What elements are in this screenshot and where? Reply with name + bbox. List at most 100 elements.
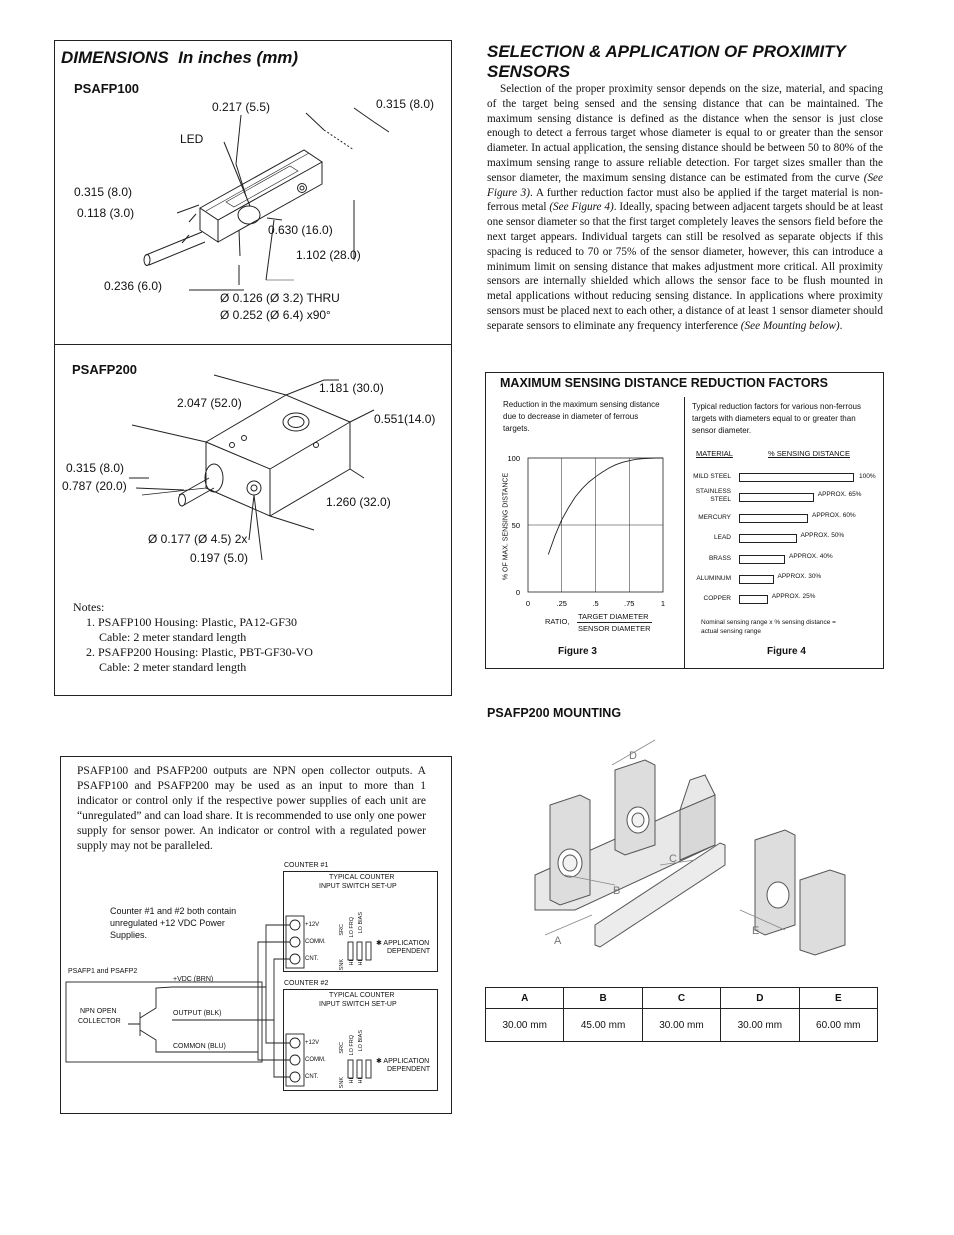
material-value-label: APPROX. 65%	[817, 491, 862, 499]
c2-sw-top-1: SRC	[339, 1042, 345, 1054]
material-value-label: 100%	[859, 473, 876, 480]
psafp100-dim-6: 1.102 (28.0)	[296, 248, 361, 262]
psafp200-dim-3: 0.551(14.0)	[374, 412, 436, 426]
mounting-table-header-row: A B C D E	[484, 987, 879, 1009]
mounting-header-c: C	[641, 987, 722, 1009]
mounting-letter-c: C	[669, 853, 677, 865]
mounting-title: PSAFP200 MOUNTING	[487, 706, 622, 720]
x-tick-label: .75	[624, 599, 634, 608]
x-tick-label: .25	[557, 599, 567, 608]
c2-sw-bot-3: HI	[358, 1078, 364, 1084]
psafp100-dim-5: 0.630 (16.0)	[268, 223, 333, 237]
note-1: 1. PSAFP100 Housing: Plastic, PA12-GF30	[86, 615, 297, 629]
counter-2-setup: INPUT SWITCH SET-UP	[319, 1001, 397, 1008]
selection-text-3: . Ideally, spacing between adjacent targ…	[487, 201, 883, 332]
npn-label-2: COLLECTOR	[78, 1018, 121, 1025]
common-wire-label: COMMON (BLU)	[173, 1043, 226, 1050]
material-value-label: APPROX. 40%	[789, 552, 833, 560]
dimensions-title: DIMENSIONS In inches (mm)	[61, 48, 299, 67]
output-wire-label: OUTPUT (BLK)	[173, 1010, 222, 1017]
psafp100-dim-9: Ø 0.252 (Ø 6.4) x90°	[220, 308, 331, 322]
fig3-ylabel: % OF MAX. SENSING DISTANCE	[502, 472, 510, 581]
material-value-label: APPROX. 25%	[771, 593, 816, 601]
material-label: MILD STEEL	[693, 473, 731, 480]
psafp200-label: PSAFP200	[72, 362, 138, 377]
material-label: LEAD	[714, 534, 731, 542]
material-label: ALUMINUM	[696, 575, 731, 582]
counter-1-setup: INPUT SWITCH SET-UP	[319, 883, 397, 890]
material-label: BRASS	[708, 554, 731, 562]
psafp100-dim-4: 0.118 (3.0)	[77, 206, 135, 220]
see-figure-4-ref: (See Figure 4)	[549, 201, 614, 214]
material-bar	[739, 595, 768, 605]
c1-sw-bot-3: HI	[358, 960, 364, 966]
x-tick-label: 1	[661, 599, 665, 608]
material-bar	[739, 473, 854, 482]
material-bar	[739, 534, 797, 544]
factors-divider	[684, 397, 685, 668]
notes-title: Notes:	[73, 600, 105, 614]
figure-4-label: Figure 4	[767, 646, 806, 657]
psafp100-dim-2: 0.315 (8.0)	[376, 97, 435, 111]
mounting-header-d: D	[720, 987, 800, 1009]
vdc-wire-label: +VDC (BRN)	[173, 976, 214, 983]
series-line	[547, 457, 663, 555]
factors-panel	[485, 372, 884, 669]
psafp100-drawing	[143, 107, 390, 291]
mounting-letter-b: B	[613, 885, 621, 897]
counter-2-typical: TYPICAL COUNTER	[329, 992, 395, 999]
c2-sw-bot-2: HI	[349, 1078, 355, 1084]
selection-text-end: .	[839, 319, 843, 332]
psafp-wiring-label: PSAFP1 and PSAFP2	[68, 968, 138, 975]
wiring-diagram	[65, 915, 372, 1087]
material-label: COPPER	[703, 595, 731, 603]
see-figure-3-ref: (See Figure 3)	[487, 171, 883, 199]
c1-cnt: CNT.	[305, 956, 319, 962]
psafp100-dim-3: 0.315 (8.0)	[74, 185, 133, 199]
mounting-table-row: 30.00 mm 45.00 mm 30.00 mm 30.00 mm 60.0…	[484, 1008, 879, 1042]
fig4-description: Typical reduction factors for various no…	[692, 402, 861, 435]
wiring-text: PSAFP100 and PSAFP200 outputs are NPN op…	[77, 765, 426, 852]
selection-title-line1: SELECTION & APPLICATION OF PROXIMITY	[487, 42, 846, 61]
c2-sw-top-3: LO BIAS	[358, 1030, 364, 1052]
counter-1-typical: TYPICAL COUNTER	[329, 874, 395, 881]
selection-text-1: Selection of the proper proximity sensor…	[487, 83, 883, 184]
psafp200-dim-4: 0.315 (8.0)	[66, 461, 125, 475]
c1-comm: COMM.	[305, 939, 326, 945]
x-tick-label: .5	[592, 599, 598, 608]
led-label: LED	[180, 132, 204, 146]
factors-title: MAXIMUM SENSING DISTANCE REDUCTION FACTO…	[500, 376, 829, 390]
pct-header: % SENSING DISTANCE	[768, 449, 850, 458]
psafp200-drawing	[129, 374, 375, 561]
fig3-xlabel-numerator: TARGET DIAMETER	[578, 612, 649, 621]
counter-2-box	[283, 989, 438, 1091]
mounting-letter-d: D	[629, 750, 637, 762]
note-2: 2. PSAFP200 Housing: Plastic, PBT-GF30-V…	[86, 645, 313, 659]
material-header: MATERIAL	[696, 449, 733, 458]
see-mounting-ref: (See Mounting below)	[740, 319, 840, 332]
counter-note: Counter #1 and #2 both contain unregulat…	[110, 906, 237, 940]
counter-2-label: COUNTER #2	[284, 980, 329, 987]
psafp200-dim-5: 0.787 (20.0)	[62, 479, 127, 493]
figure-3-label: Figure 3	[558, 646, 597, 657]
c1-app-2: DEPENDENT	[387, 948, 431, 955]
fig3-xlabel-prefix: RATIO,	[545, 617, 570, 626]
selection-title: SELECTION & APPLICATION OF PROXIMITY SEN…	[487, 42, 846, 82]
c1-sw-bot-2: HI	[349, 960, 355, 966]
psafp200-dim-7: Ø 0.177 (Ø 4.5) 2x	[148, 532, 248, 546]
npn-label-1: NPN OPEN	[80, 1008, 117, 1015]
c2-sw-top-2: LO FRQ	[349, 1035, 355, 1056]
psafp200-dim-6: 1.260 (32.0)	[326, 495, 391, 509]
x-tick-label: 0	[526, 599, 530, 608]
y-tick-label: 0	[516, 588, 520, 597]
note-1b: Cable: 2 meter standard length	[99, 630, 247, 644]
mounting-illustration	[534, 739, 846, 956]
material-value-label: APPROX. 60%	[812, 511, 856, 519]
material-bar	[739, 493, 814, 503]
selection-paragraph: Selection of the proper proximity sensor…	[487, 82, 883, 334]
c1-12v: +12V	[305, 922, 320, 928]
dimensions-panel	[54, 40, 452, 696]
c1-sw-top-3: LO BIAS	[358, 912, 364, 934]
material-value-label: APPROX. 50%	[800, 532, 845, 540]
